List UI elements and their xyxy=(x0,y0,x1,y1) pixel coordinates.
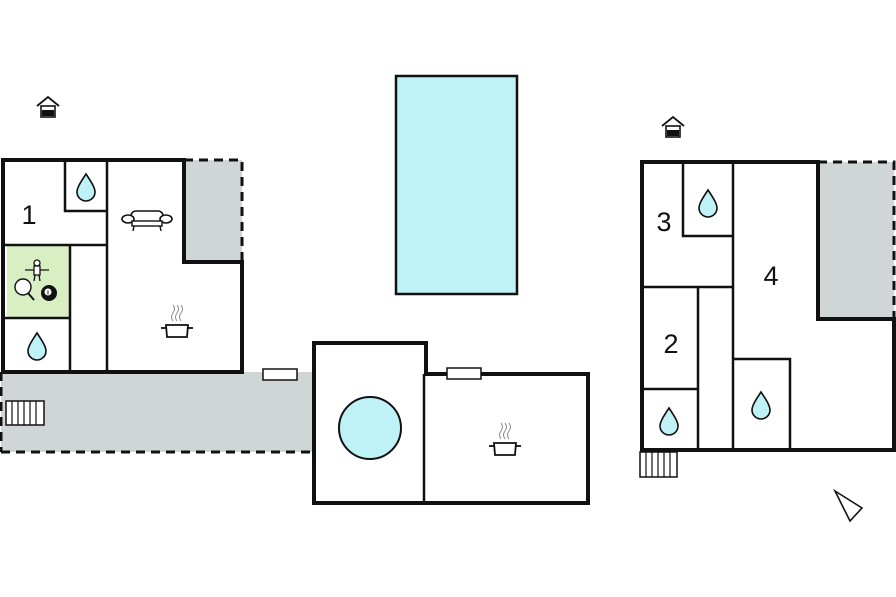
swimming-pool xyxy=(394,74,519,296)
left-building xyxy=(0,158,314,454)
house-entrance-icon xyxy=(36,96,60,118)
billiard-ball-number: 8 xyxy=(47,291,50,297)
room-label-3: 3 xyxy=(656,207,671,237)
left-terrace-top xyxy=(184,160,242,262)
right-building xyxy=(639,160,896,478)
house-entrance-icon xyxy=(661,116,685,138)
sofa-icon xyxy=(121,210,173,232)
right-terrace xyxy=(818,162,894,319)
room-label-2: 2 xyxy=(663,329,678,359)
stairs-icon xyxy=(639,451,678,478)
whirlpool xyxy=(338,396,402,460)
table-football-icon xyxy=(25,259,49,282)
left-terrace-bottom xyxy=(1,372,314,452)
water-drop-icon xyxy=(751,391,771,420)
north-arrow-icon xyxy=(833,488,864,523)
window-marker xyxy=(446,367,482,380)
water-drop-icon xyxy=(76,173,96,202)
cooking-pot-icon xyxy=(488,422,522,456)
water-drop-icon xyxy=(659,407,679,436)
room-label-1: 1 xyxy=(21,200,36,230)
stairs-icon xyxy=(5,400,45,426)
window-marker xyxy=(262,368,298,381)
billiard-ball-icon: 8 xyxy=(41,285,57,301)
water-drop-icon xyxy=(27,332,47,361)
room-label-4: 4 xyxy=(763,261,778,291)
middle-building xyxy=(262,341,590,505)
table-tennis-icon xyxy=(14,278,35,301)
water-drop-icon xyxy=(698,189,718,218)
cooking-pot-icon xyxy=(160,304,194,338)
